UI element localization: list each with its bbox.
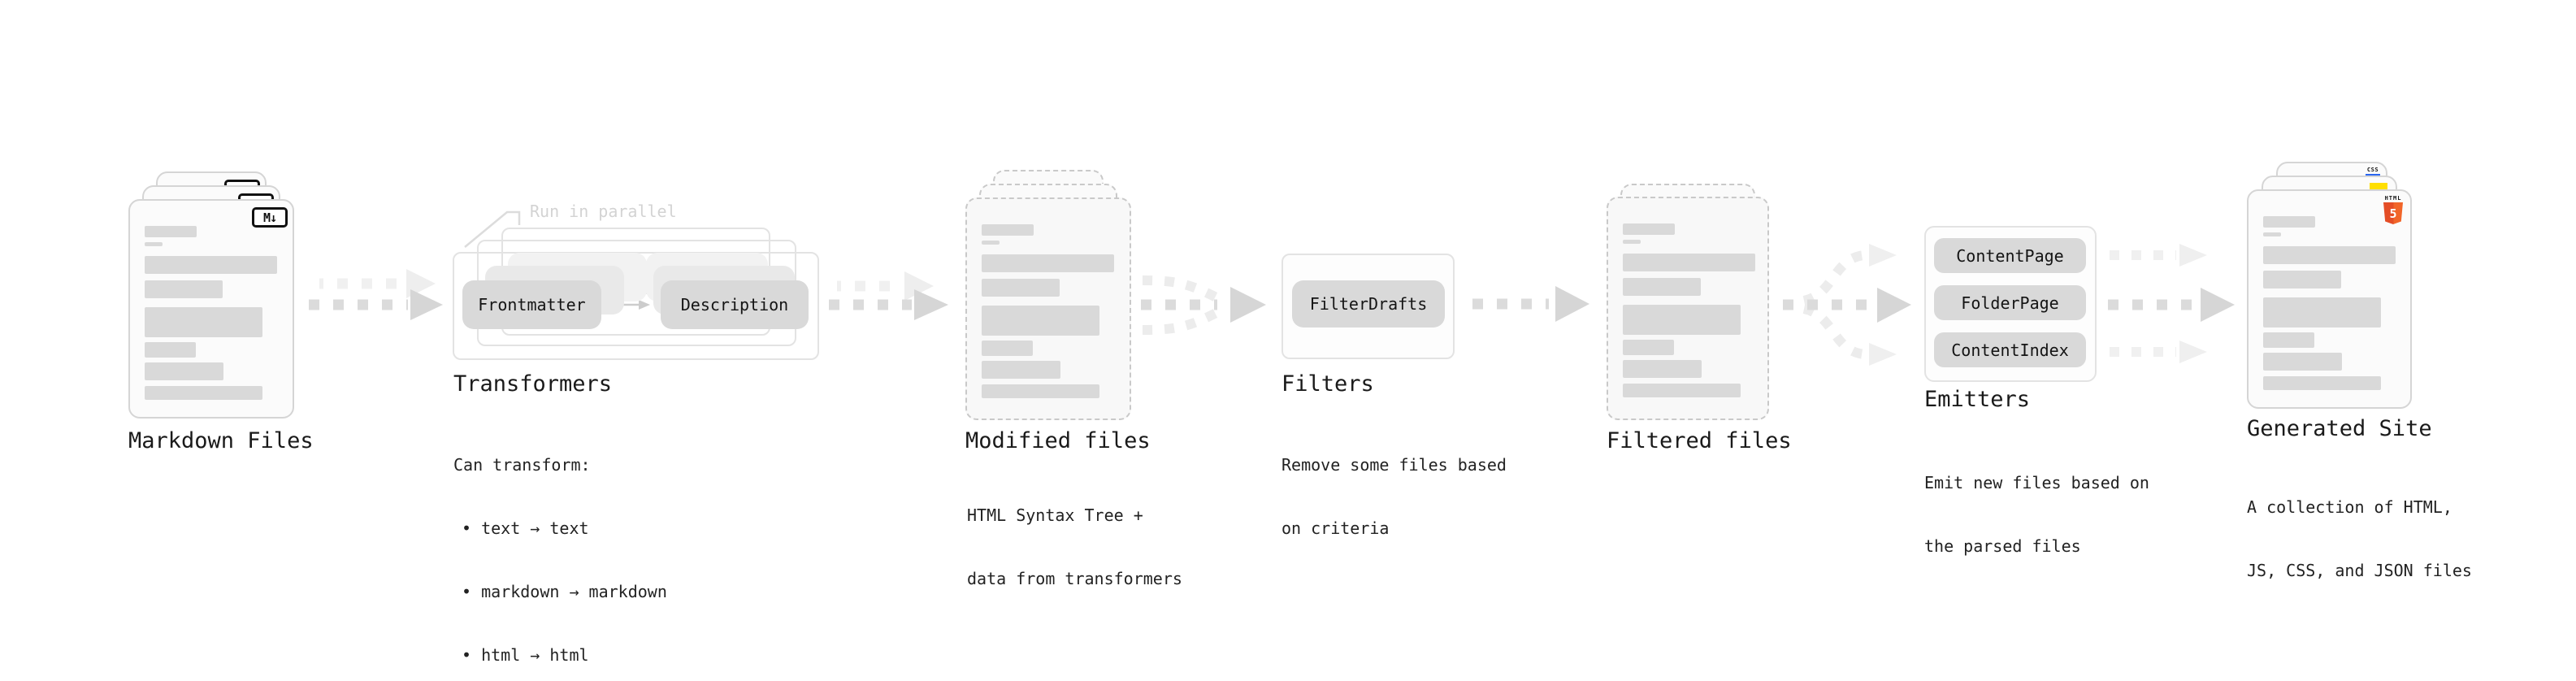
- desc-line: the parsed files: [1924, 536, 2081, 556]
- desc-bullet: • text → text: [462, 518, 589, 538]
- stage-title-filters: Filters: [1281, 371, 1374, 397]
- generated-site-description: A collection of HTML, JS, CSS, and JSON …: [2247, 454, 2472, 623]
- stage-title-emitters: Emitters: [1924, 387, 2031, 412]
- doc-content-bar: [2263, 246, 2396, 264]
- arrow-emitters-to-generated: [2108, 244, 2235, 363]
- generated-site-card: HTML 5: [2247, 189, 2412, 409]
- doc-content-bar: [1623, 223, 1675, 235]
- html5-icon: HTML 5: [2383, 195, 2404, 224]
- desc-bullet: • markdown → markdown: [462, 582, 667, 601]
- doc-content-bar: [2263, 297, 2381, 327]
- desc-line: Can transform:: [453, 455, 591, 475]
- desc-bullet: • html → html: [462, 645, 589, 665]
- contentindex-chip: ContentIndex: [1934, 332, 2086, 367]
- stage-title-transformers: Transformers: [453, 371, 613, 397]
- arrow-modified-to-filters-merge: [1141, 275, 1266, 335]
- run-in-parallel-leader-line: [464, 210, 521, 248]
- desc-line: Emit new files based on: [1924, 473, 2149, 492]
- frontmatter-chip: Frontmatter: [462, 280, 601, 329]
- doc-content-bar: [1623, 278, 1701, 296]
- stage-title-generated-site: Generated Site: [2247, 416, 2432, 441]
- filters-description: Remove some files based on criteria: [1281, 412, 1507, 581]
- filterdrafts-chip: FilterDrafts: [1292, 280, 1445, 327]
- desc-line: on criteria: [1281, 518, 1390, 538]
- doc-content-bar: [2263, 216, 2315, 228]
- desc-line: Remove some files based: [1281, 455, 1507, 475]
- desc-line: data from transformers: [967, 569, 1182, 588]
- arrow-transformers-to-modified: [829, 271, 948, 320]
- desc-line: JS, CSS, and JSON files: [2247, 561, 2472, 580]
- modified-file-card: [965, 197, 1131, 420]
- desc-line: HTML Syntax Tree +: [967, 505, 1143, 525]
- contentpage-chip: ContentPage: [1934, 238, 2086, 273]
- css-icon-label: CSS: [2366, 167, 2379, 173]
- modified-files-description: HTML Syntax Tree + data from transformer…: [967, 462, 1182, 631]
- filtered-file-card: [1607, 197, 1769, 420]
- doc-content-bar: [2263, 232, 2281, 236]
- doc-content-bar: [2263, 271, 2341, 288]
- folderpage-chip: FolderPage: [1934, 285, 2086, 320]
- doc-content-bar: [1623, 384, 1741, 397]
- doc-content-bar: [2263, 376, 2381, 390]
- doc-content-bar: [145, 226, 197, 237]
- stage-title-modified-files: Modified files: [965, 428, 1151, 453]
- desc-line: A collection of HTML,: [2247, 497, 2452, 517]
- doc-content-bar: [2263, 353, 2342, 371]
- stage-title-markdown-files: Markdown Files: [128, 428, 314, 453]
- doc-content-bar: [982, 340, 1033, 356]
- doc-content-bar: [982, 254, 1114, 272]
- doc-content-bar: [1623, 254, 1755, 271]
- doc-content-bar: [145, 256, 277, 274]
- doc-content-bar: [982, 384, 1099, 398]
- doc-content-bar: [145, 242, 163, 246]
- emitters-description: Emit new files based on the parsed files: [1924, 430, 2149, 599]
- doc-content-bar: [1623, 305, 1741, 335]
- arrow-filtered-to-emitters-fanout: [1783, 244, 1911, 366]
- doc-content-bar: [982, 361, 1060, 379]
- doc-content-bar: [982, 241, 1000, 245]
- doc-content-bar: [982, 279, 1060, 297]
- doc-content-bar: [145, 386, 262, 400]
- doc-content-bar: [982, 224, 1034, 236]
- doc-content-bar: [145, 280, 223, 298]
- doc-content-bar: [2263, 332, 2314, 348]
- arrow-markdown-to-transformers: [309, 269, 443, 320]
- doc-content-bar: [145, 307, 262, 337]
- doc-content-bar: [145, 342, 196, 358]
- html5-icon-shield: 5: [2383, 202, 2403, 224]
- doc-content-bar: [1623, 360, 1702, 378]
- transformers-description: Can transform: • text → text • markdown …: [453, 412, 667, 681]
- html5-icon-label: HTML: [2384, 195, 2402, 202]
- arrow-filters-to-filtered: [1472, 286, 1589, 322]
- doc-content-bar: [1623, 240, 1641, 244]
- markdown-icon: M↓: [252, 207, 288, 228]
- doc-content-bar: [1623, 340, 1674, 355]
- doc-content-bar: [982, 306, 1099, 336]
- doc-content-bar: [145, 362, 223, 380]
- markdown-file-card: M↓: [128, 199, 294, 419]
- stage-title-filtered-files: Filtered files: [1607, 428, 1792, 453]
- run-in-parallel-note: Run in parallel: [530, 202, 677, 221]
- description-chip: Description: [661, 280, 809, 329]
